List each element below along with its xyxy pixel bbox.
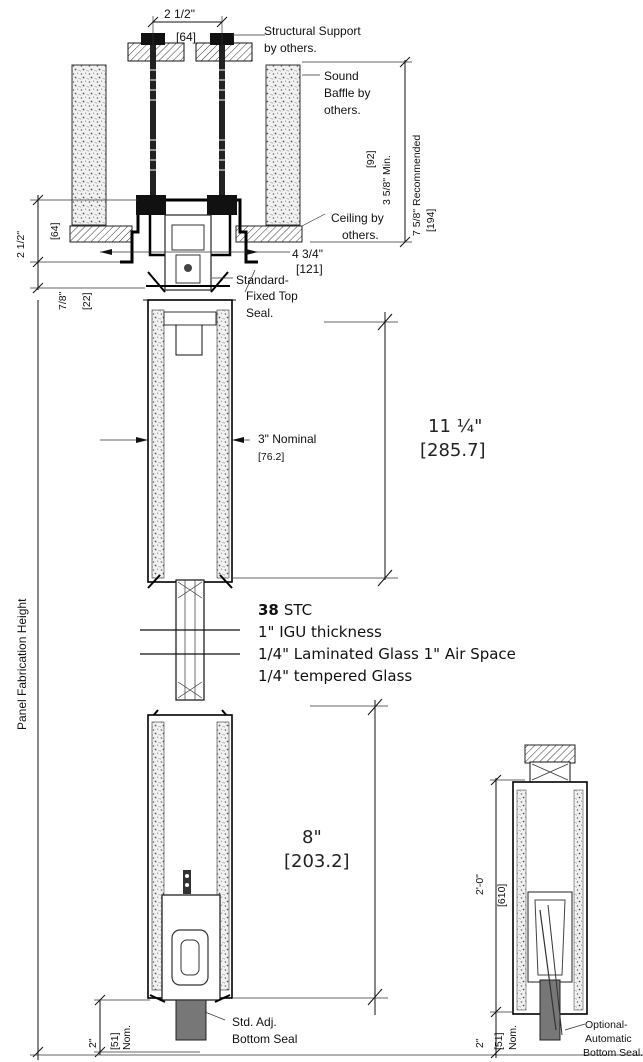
sound-baffle-label-1: Sound [324, 69, 359, 83]
optional-automatic-bottom-seal-detail [490, 744, 588, 1059]
dim-92: [92] [365, 150, 377, 168]
bottom-seal-label-1: Std. Adj. [232, 1015, 277, 1029]
small-nom: Nom. [507, 1025, 519, 1050]
top-seal-label-2: Fixed Top [246, 289, 298, 303]
dim-7-5-8: 7 5/8" Recommended [411, 135, 423, 236]
bottom-2: 2" [87, 1038, 99, 1048]
igu-thickness: 1" IGU thickness [258, 623, 382, 641]
dim-194: [194] [425, 209, 437, 232]
lower-panel [147, 709, 233, 1041]
nominal-762-label: [76.2] [258, 451, 284, 463]
upper-dimension-metric: [285.7] [420, 440, 486, 461]
left-7-8: 7/8" [57, 291, 69, 310]
panel-height-label: Panel Fabrication Height [15, 598, 29, 730]
left-22: [22] [81, 292, 93, 310]
bottom-nom: Nom. [121, 1025, 133, 1050]
left-2-1-2: 2 1/2" [15, 231, 27, 258]
structural-support-label-1: Structural Support [264, 24, 361, 38]
dim-4-3-4: 4 3/4" [292, 247, 323, 261]
upper-panel [143, 299, 236, 589]
small-610: [610] [496, 884, 508, 907]
upper-dimension: 11 ¼" [428, 416, 482, 437]
top-width-metric: [64] [176, 30, 196, 44]
stc-value: 38 [258, 601, 279, 619]
lower-dimension: 8" [302, 827, 322, 848]
small-51: [51] [493, 1032, 505, 1050]
stc-unit: STC [284, 601, 312, 619]
ceiling-label-1: Ceiling by [331, 211, 384, 225]
left-64: [64] [49, 222, 61, 240]
annotation-labels: 2 1/2" [64] Structural Support by others… [15, 7, 643, 1059]
optional-seal-label-1: Optional- [585, 1019, 628, 1031]
lower-dimension-metric: [203.2] [284, 851, 350, 872]
stc-rating: 38 STC [258, 601, 312, 619]
structural-support-detail [69, 33, 303, 293]
optional-seal-label-2: Automatic [585, 1033, 632, 1045]
bottom-51: [51] [109, 1032, 121, 1050]
optional-seal-label-3: Bottom Seal. [583, 1047, 643, 1059]
dimension-lines [30, 16, 643, 1060]
laminated-glass-line: 1/4" Laminated Glass 1" Air Space [258, 645, 516, 663]
ceiling-label-2: others. [342, 228, 379, 242]
glass-spec: 38 STC 1" IGU thickness 1/4" Laminated Gl… [258, 601, 516, 685]
small-2-0: 2'-0" [474, 874, 486, 895]
nominal-3-label: 3" Nominal [258, 432, 316, 446]
sound-baffle-label-3: others. [324, 103, 361, 117]
sound-baffle-label-2: Baffle by [324, 86, 370, 100]
dim-121: [121] [296, 262, 323, 276]
top-seal-label-1: Standard- [236, 273, 289, 287]
igu-glass-section [140, 579, 240, 701]
top-width-dimension: 2 1/2" [164, 7, 195, 21]
structural-support-label-2: by others. [264, 41, 317, 55]
bottom-seal-label-2: Bottom Seal [232, 1032, 297, 1046]
dim-3-5-8: 3 5/8" Min. [381, 155, 393, 205]
top-seal-label-3: Seal. [246, 306, 273, 320]
small-2: 2" [474, 1038, 486, 1048]
tempered-glass-line: 1/4" tempered Glass [258, 667, 412, 685]
